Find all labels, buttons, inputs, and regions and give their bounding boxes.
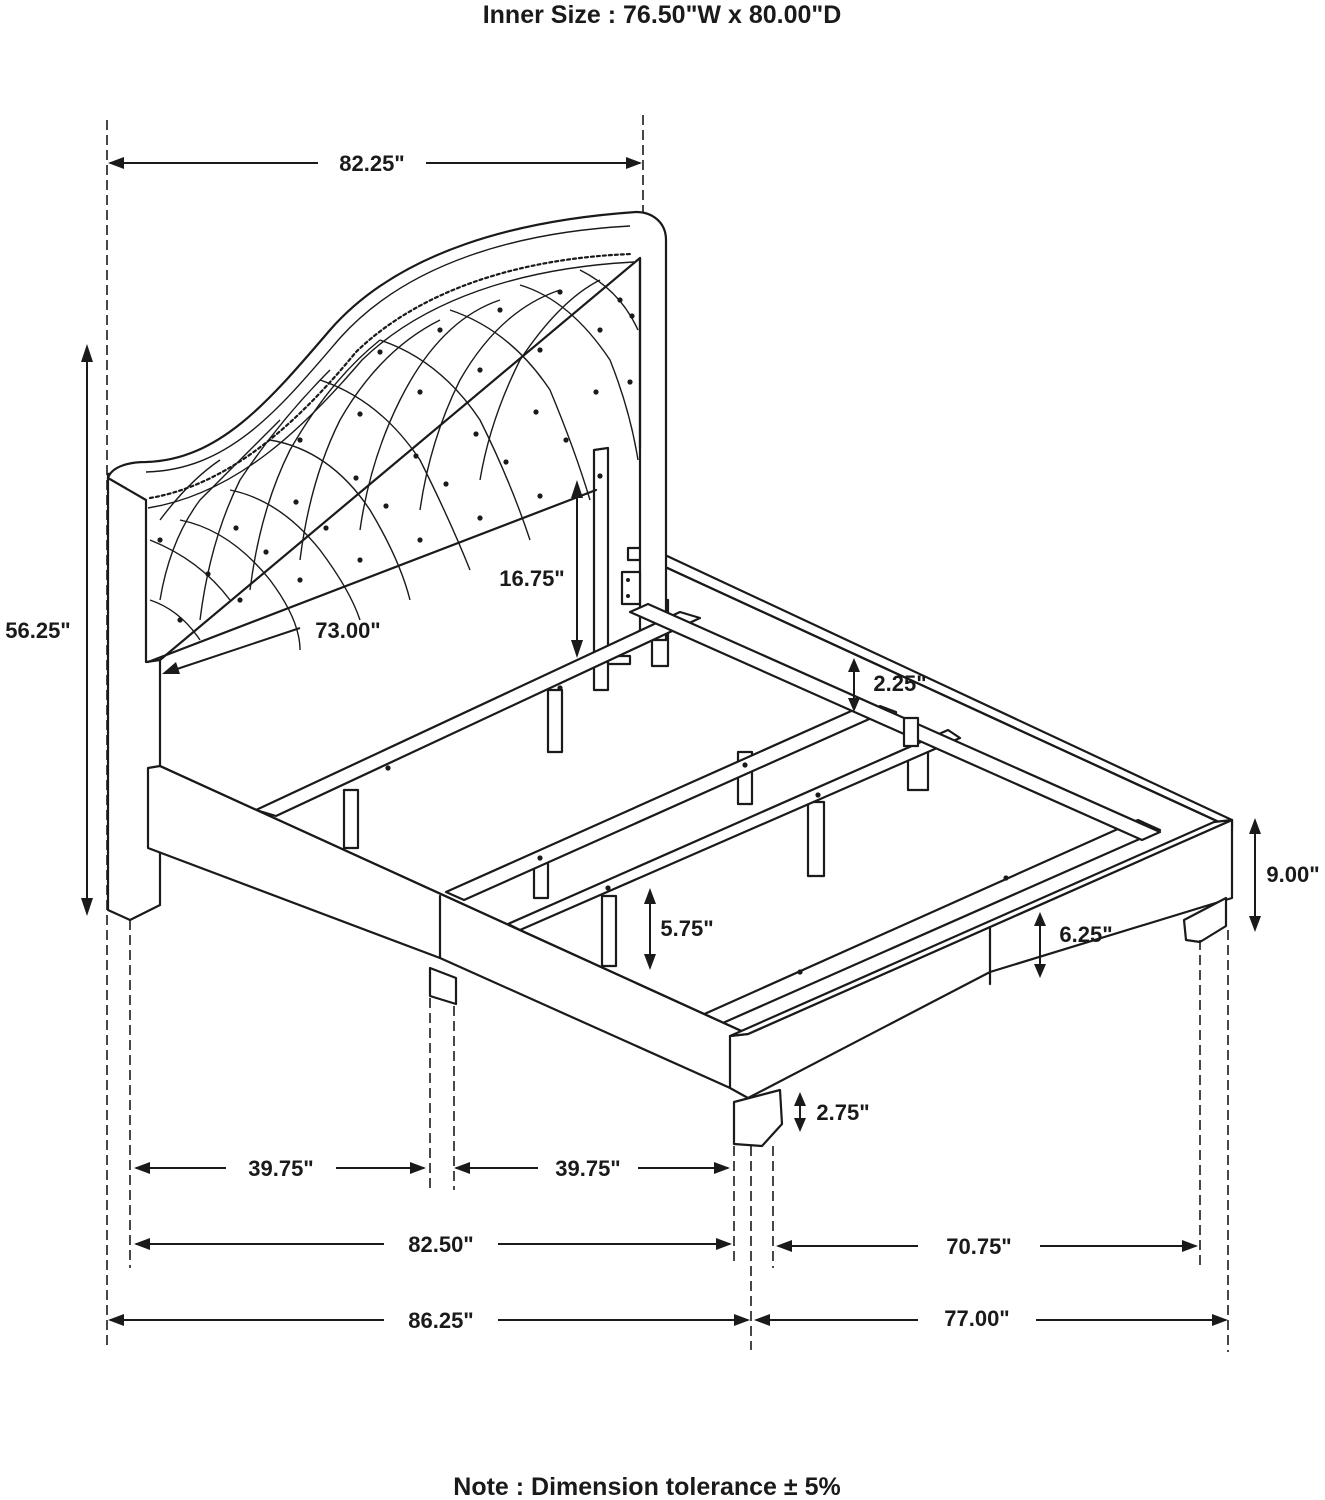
tufting-pattern: [149, 269, 639, 651]
dimension-arrows: [81, 157, 1261, 1326]
dimension-labels: 82.25" 56.25" 16.75" 73.00" 2.25" 9.00" …: [5, 151, 1319, 1333]
label-panel-height: 16.75": [499, 566, 564, 591]
label-overall-width: 77.00": [944, 1306, 1009, 1331]
label-headboard-width: 82.25": [339, 151, 404, 176]
label-overall-height: 56.25": [5, 618, 70, 643]
headboard: [106, 210, 668, 666]
extension-lines: [106, 115, 1229, 1352]
rail-bracket: [620, 570, 642, 606]
bed-drawing: [106, 210, 1234, 1148]
inner-size-title: Inner Size : 76.50"W x 80.00"D: [483, 1, 842, 29]
tolerance-note: Note : Dimension tolerance ± 5%: [453, 1473, 840, 1500]
bed-legs: [428, 896, 1228, 1148]
footboard-rail: [728, 818, 1234, 1100]
label-panel-width: 73.00": [315, 618, 380, 643]
label-slat-clearance: 2.25": [873, 671, 926, 696]
label-inner-width: 70.75": [946, 1234, 1011, 1259]
left-side-rail: [146, 764, 750, 1098]
slats: [254, 602, 1162, 1028]
label-leg-height: 2.75": [816, 1100, 869, 1125]
label-footboard-rail-height: 6.25": [1059, 922, 1112, 947]
label-half-length-right: 39.75": [555, 1156, 620, 1181]
label-half-length-left: 39.75": [248, 1156, 313, 1181]
label-inner-length: 82.50": [408, 1232, 473, 1257]
label-overall-length: 86.25": [408, 1308, 473, 1333]
label-rail-height: 9.00": [1266, 862, 1319, 887]
label-center-support-height: 5.75": [660, 916, 713, 941]
